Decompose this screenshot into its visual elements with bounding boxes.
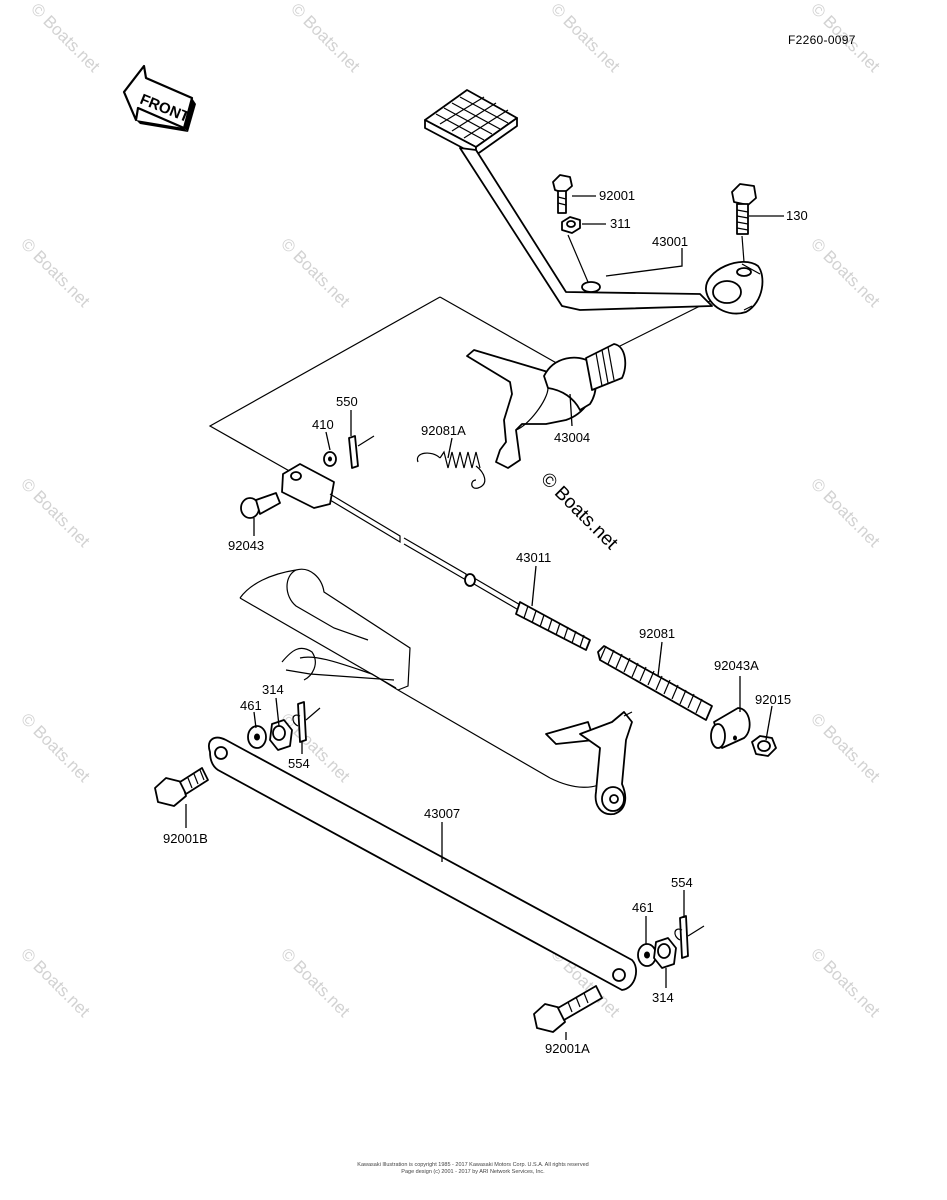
return-spring-92081A[interactable]: [416, 450, 486, 489]
part-label-314-right[interactable]: 314: [652, 990, 674, 1005]
watermark: © Boats.net: [17, 234, 94, 311]
part-label-311[interactable]: 311: [610, 216, 631, 231]
copyright-line: Kawasaki Illustration is copyright 1985 …: [357, 1162, 588, 1168]
adjuster-nut-92043A[interactable]: [710, 707, 751, 749]
cotter-pin-550[interactable]: [348, 435, 375, 469]
part-label-92001[interactable]: 92001: [599, 188, 635, 203]
clip-554-left[interactable]: [292, 701, 321, 743]
bolt-92001[interactable]: [552, 174, 573, 214]
front-arrow-icon: FRONT: [122, 64, 196, 132]
washer-461-left[interactable]: [247, 725, 267, 749]
page-design-line: Page design (c) 2001 - 2017 by ARI Netwo…: [401, 1169, 545, 1175]
part-label-130[interactable]: 130: [786, 208, 808, 223]
washer-461-right[interactable]: [637, 943, 657, 967]
watermark: © Boats.net: [807, 474, 884, 551]
watermark: © Boats.net: [27, 0, 104, 76]
clip-554-right[interactable]: [674, 915, 705, 959]
bolt-92001A[interactable]: [533, 985, 603, 1033]
watermark-center: © Boats.net: [536, 469, 622, 555]
brake-rod-43011[interactable]: [281, 463, 591, 651]
watermark: © Boats.net: [17, 944, 94, 1021]
part-label-43011[interactable]: 43011: [516, 550, 551, 565]
reference-plane: [439, 296, 561, 366]
part-label-554-left[interactable]: 554: [288, 756, 310, 771]
brake-pedal-shaft-43004[interactable]: [466, 343, 627, 469]
watermark: © Boats.net: [287, 0, 364, 76]
part-label-92001B[interactable]: 92001B: [163, 831, 208, 846]
nut-314-left[interactable]: [269, 719, 293, 751]
watermark: © Boats.net: [807, 709, 884, 786]
watermark: © Boats.net: [547, 0, 624, 76]
part-label-92001A[interactable]: 92001A: [545, 1041, 590, 1056]
reference-plane: [208, 296, 441, 495]
brake-rod-43007[interactable]: [208, 736, 637, 991]
bolt-axis: [567, 234, 589, 283]
bolt-92001B[interactable]: [154, 767, 209, 807]
part-label-314-left[interactable]: 314: [262, 682, 284, 697]
part-label-92043A[interactable]: 92043A: [714, 658, 759, 673]
part-label-43004[interactable]: 43004: [554, 430, 590, 445]
part-label-461-right[interactable]: 461: [632, 900, 654, 915]
part-label-43007[interactable]: 43007: [424, 806, 460, 821]
nut-311[interactable]: [561, 216, 581, 234]
watermark: © Boats.net: [807, 234, 884, 311]
swingarm-frame: [239, 568, 633, 816]
watermark: © Boats.net: [277, 234, 354, 311]
part-label-92081[interactable]: 92081: [639, 626, 675, 641]
watermark: © Boats.net: [17, 709, 94, 786]
watermark: © Boats.net: [277, 944, 354, 1021]
bolt-130[interactable]: [731, 183, 757, 235]
nut-314-right[interactable]: [653, 937, 677, 969]
part-label-554-right[interactable]: 554: [671, 875, 693, 890]
watermark: © Boats.net: [807, 944, 884, 1021]
nut-92015[interactable]: [751, 735, 777, 757]
part-label-92043[interactable]: 92043: [228, 538, 264, 553]
part-label-550[interactable]: 550: [336, 394, 358, 409]
part-label-43001[interactable]: 43001: [652, 234, 688, 249]
part-label-461-left[interactable]: 461: [240, 698, 262, 713]
leader-lines: [185, 195, 784, 1040]
diagram-id: F2260-0097: [788, 33, 856, 47]
part-label-410[interactable]: 410: [312, 417, 334, 432]
watermark: © Boats.net: [17, 474, 94, 551]
bolt-axis: [741, 235, 745, 263]
part-label-92081A[interactable]: 92081A: [421, 423, 466, 438]
washer-410[interactable]: [323, 451, 337, 467]
brake-pedal-43001[interactable]: [424, 89, 764, 315]
clevis-pin-92043[interactable]: [240, 492, 281, 519]
part-labels: 92001 130 311 43001 550 410 92081A 43004…: [163, 188, 808, 1056]
part-label-92015[interactable]: 92015: [755, 692, 791, 707]
spring-92081[interactable]: [597, 645, 713, 721]
